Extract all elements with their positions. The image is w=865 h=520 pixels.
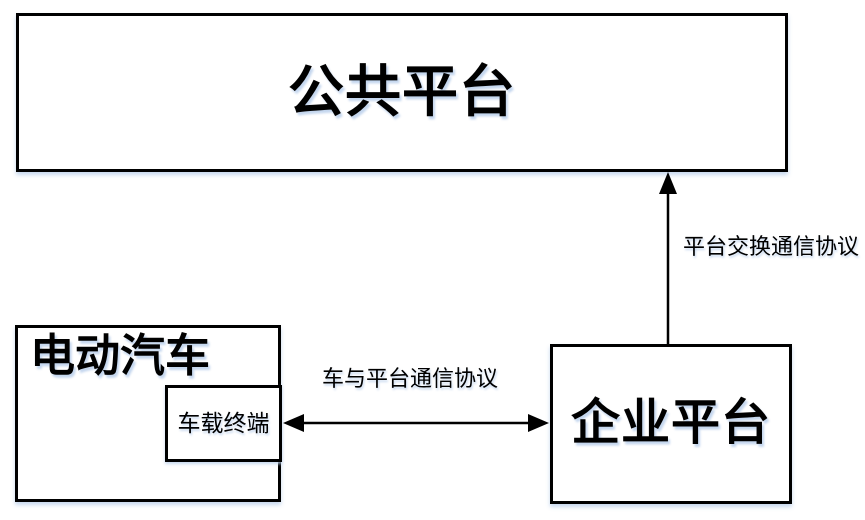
node-public-platform: 公共平台 <box>16 13 788 172</box>
node-onboard-terminal-label: 车载终端 <box>177 410 270 437</box>
edge-platform-exchange-label: 平台交换通信协议 <box>683 234 860 259</box>
node-enterprise-platform-label: 企业平台 <box>570 396 771 451</box>
node-public-platform-label: 公共平台 <box>288 60 516 124</box>
node-electric-vehicle-label: 电动汽车 <box>30 330 211 381</box>
arrowhead-left-icon <box>283 414 304 432</box>
node-onboard-terminal: 车载终端 <box>165 385 282 462</box>
arrowhead-right-icon <box>528 414 549 432</box>
arrowhead-up-icon <box>659 172 677 194</box>
edge-vehicle-platform-label: 车与平台通信协议 <box>322 366 499 391</box>
node-enterprise-platform: 企业平台 <box>550 344 792 504</box>
